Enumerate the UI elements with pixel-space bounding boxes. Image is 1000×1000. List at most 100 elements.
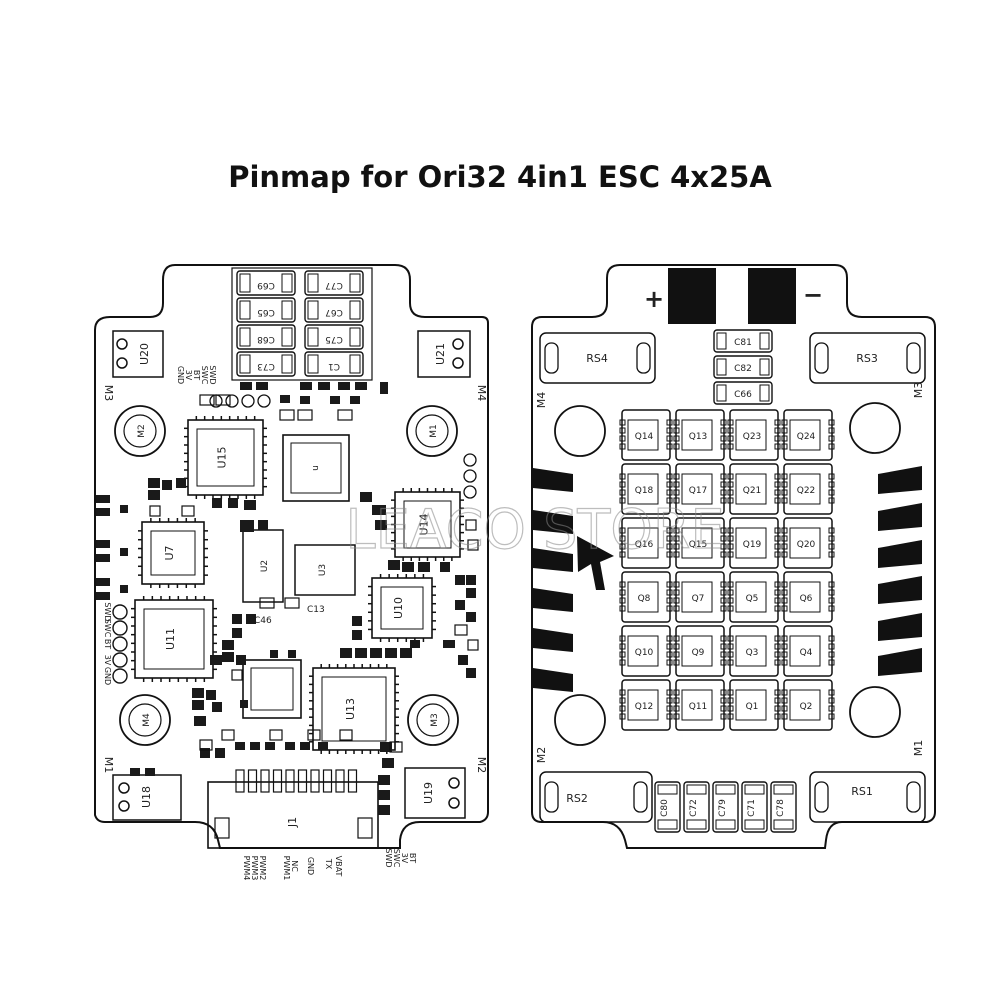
solder-pad xyxy=(443,640,455,648)
mosfet-label: Q2 xyxy=(800,702,813,712)
solder-pad xyxy=(402,562,414,572)
chip-label: U11 xyxy=(164,628,177,650)
motor-pad xyxy=(533,668,573,692)
test-point xyxy=(225,394,239,408)
mosfet-q9: Q9 xyxy=(673,625,727,677)
smd-component xyxy=(269,729,283,741)
j1-pin xyxy=(322,769,333,793)
mosfet-q8: Q8 xyxy=(619,571,673,623)
svg-text:M2: M2 xyxy=(137,424,147,438)
solder-pad xyxy=(244,500,256,510)
corner-label-m1: M1 xyxy=(102,757,115,774)
power-pad-positive xyxy=(668,268,716,324)
mosfet-label: Q21 xyxy=(743,486,762,496)
cap-c80: C80 xyxy=(654,781,681,833)
watermark: LEACO STORE xyxy=(346,498,725,561)
solder-pad xyxy=(466,588,476,598)
smd-component xyxy=(259,597,275,609)
label-u19: U19 xyxy=(422,782,435,804)
solder-pad xyxy=(130,768,140,776)
solder-pad xyxy=(330,396,340,404)
mosfet-q22: Q22 xyxy=(781,463,835,515)
mosfet-q4: Q4 xyxy=(781,625,835,677)
solder-pad xyxy=(96,578,110,586)
corner-label-m2: M2 xyxy=(475,757,488,774)
mosfet-label: Q17 xyxy=(689,486,708,496)
smd-component xyxy=(215,394,231,406)
j1-pin xyxy=(272,769,283,793)
connector-j1: J1 xyxy=(207,769,379,849)
smd-component xyxy=(231,669,243,681)
solder-pad xyxy=(380,382,388,394)
mount-hole-m2: M2 xyxy=(114,405,166,457)
solder-pad xyxy=(215,748,225,758)
mosfet-q12: Q12 xyxy=(619,679,673,731)
mosfet-label: Q22 xyxy=(797,486,816,496)
smd-component xyxy=(284,597,300,609)
pin-label-swd: SWD xyxy=(384,848,393,867)
motor-pad xyxy=(878,503,922,531)
mosfet-label: Q5 xyxy=(746,594,759,604)
solder-pad xyxy=(370,648,382,658)
cap-label: C81 xyxy=(734,338,752,348)
motor-pad xyxy=(878,648,922,676)
chip-u13: U13 xyxy=(309,664,399,754)
corner-label-m2: M2 xyxy=(535,747,548,764)
solder-pad xyxy=(440,562,450,572)
pin-label-bt: BT xyxy=(192,370,201,380)
cap-c79: C79 xyxy=(712,781,739,833)
motor-pad xyxy=(878,576,922,604)
cap-c82: C82 xyxy=(713,355,773,379)
solder-pad xyxy=(340,648,352,658)
solder-pad xyxy=(192,700,204,710)
mosfet-q16: Q16 xyxy=(619,517,673,569)
solder-pad xyxy=(270,650,278,658)
solder-pad xyxy=(145,768,155,776)
solder-pad xyxy=(378,805,390,815)
cap-label: C1 xyxy=(328,361,340,371)
solder-pad xyxy=(410,640,420,648)
solder-pad xyxy=(382,758,394,768)
smd-component xyxy=(454,624,468,636)
solder-pad xyxy=(212,498,222,508)
right-board-outline xyxy=(531,264,936,849)
solder-pad xyxy=(385,648,397,658)
solder-pad xyxy=(120,585,128,593)
pin-label-vbat: VBAT xyxy=(334,856,343,877)
mosfet-q6: Q6 xyxy=(781,571,835,623)
j1-pin xyxy=(247,769,258,793)
mosfet-q17: Q17 xyxy=(673,463,727,515)
regulator-u19: U19 xyxy=(404,767,466,819)
motor-pad xyxy=(878,613,922,641)
mount-hole-top-left xyxy=(554,405,606,457)
smd-component xyxy=(221,729,235,741)
cap-c69: C69 xyxy=(236,270,296,296)
solder-pad xyxy=(285,742,295,750)
pin-label-3v: 3V xyxy=(184,370,193,381)
solder-pad xyxy=(222,640,234,650)
svg-text:M1: M1 xyxy=(429,424,439,438)
cap-label: C75 xyxy=(325,334,343,344)
chip-u15: U15 xyxy=(184,416,267,499)
chip-label: U13 xyxy=(344,698,357,720)
pin-label-pwm1: PWM1 xyxy=(282,856,291,881)
chip-u14: U14 xyxy=(391,488,464,561)
j1-pin xyxy=(285,769,295,793)
solder-pad xyxy=(280,395,290,403)
solder-pad xyxy=(96,592,110,600)
corner-label-m3: M3 xyxy=(102,385,115,402)
solder-pad xyxy=(206,690,216,700)
solder-pad xyxy=(300,742,310,750)
corner-label-m4: M4 xyxy=(475,385,488,402)
test-point xyxy=(241,394,255,408)
svg-text:u: u xyxy=(311,465,321,471)
chip-u11: U11 xyxy=(131,596,217,682)
solder-pad xyxy=(250,742,260,750)
solder-pad xyxy=(318,742,328,750)
cap-c1: C1 xyxy=(304,351,364,377)
solder-pad xyxy=(360,492,372,502)
pin-label-swc: SWC xyxy=(392,849,401,868)
mount-hole-bottom-left xyxy=(554,694,606,746)
label-u18: U18 xyxy=(140,786,153,808)
mosfet-label: Q20 xyxy=(797,540,816,550)
